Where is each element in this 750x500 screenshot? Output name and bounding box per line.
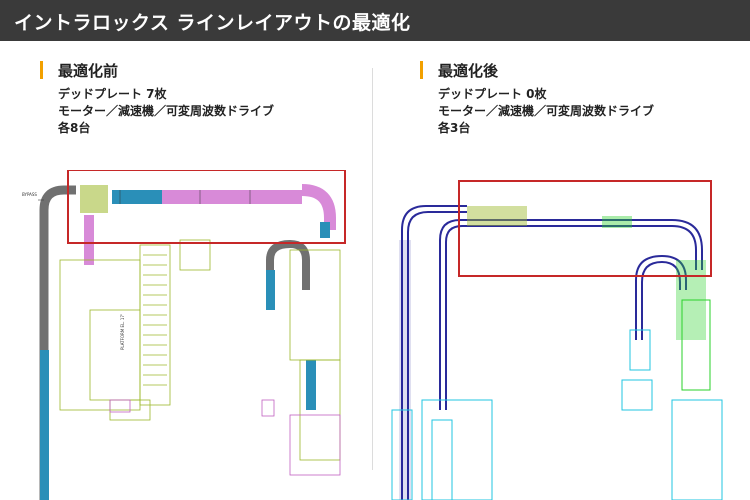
header-bar: イントラロックス ラインレイアウトの最適化	[0, 0, 750, 41]
before-line-count: 各8台	[58, 121, 91, 135]
bypass-label: BYPASS	[22, 192, 37, 197]
panel-divider	[372, 68, 373, 470]
before-conveyor-segments	[40, 184, 336, 500]
after-heading-accent	[420, 61, 423, 79]
before-heading-accent	[40, 61, 43, 79]
before-layout-drawing: BYPASS PLATFORM EL. 17'	[22, 170, 346, 500]
before-building-outlines	[109, 399, 341, 476]
after-conveyor-fills	[399, 206, 711, 500]
after-conveyor-lines	[401, 205, 703, 500]
after-cyan-equipment	[391, 329, 723, 500]
after-line-deadplates: デッドプレート 0枚	[438, 87, 547, 101]
after-description: デッドプレート 0枚 モーター／減速機／可変周波数ドライブ 各3台	[438, 86, 654, 137]
page-title: イントラロックス ラインレイアウトの最適化	[14, 12, 411, 34]
after-line-count: 各3台	[438, 121, 471, 135]
after-highlight-box	[458, 180, 712, 277]
after-line-motors: モーター／減速機／可変周波数ドライブ	[438, 104, 655, 118]
before-line-motors: モーター／減速機／可変周波数ドライブ	[58, 104, 275, 118]
before-bypass-conveyor: BYPASS	[22, 185, 76, 500]
before-highlight-box	[67, 170, 346, 244]
before-heading: 最適化前	[58, 62, 119, 80]
before-equipment-outlines	[59, 239, 341, 461]
platform-label: PLATFORM EL. 17'	[120, 314, 125, 350]
before-description: デッドプレート 7枚 モーター／減速機／可変周波数ドライブ 各8台	[58, 86, 274, 137]
after-layout-drawing	[391, 180, 723, 500]
before-line-deadplates: デッドプレート 7枚	[58, 87, 167, 101]
after-heading: 最適化後	[438, 62, 499, 80]
